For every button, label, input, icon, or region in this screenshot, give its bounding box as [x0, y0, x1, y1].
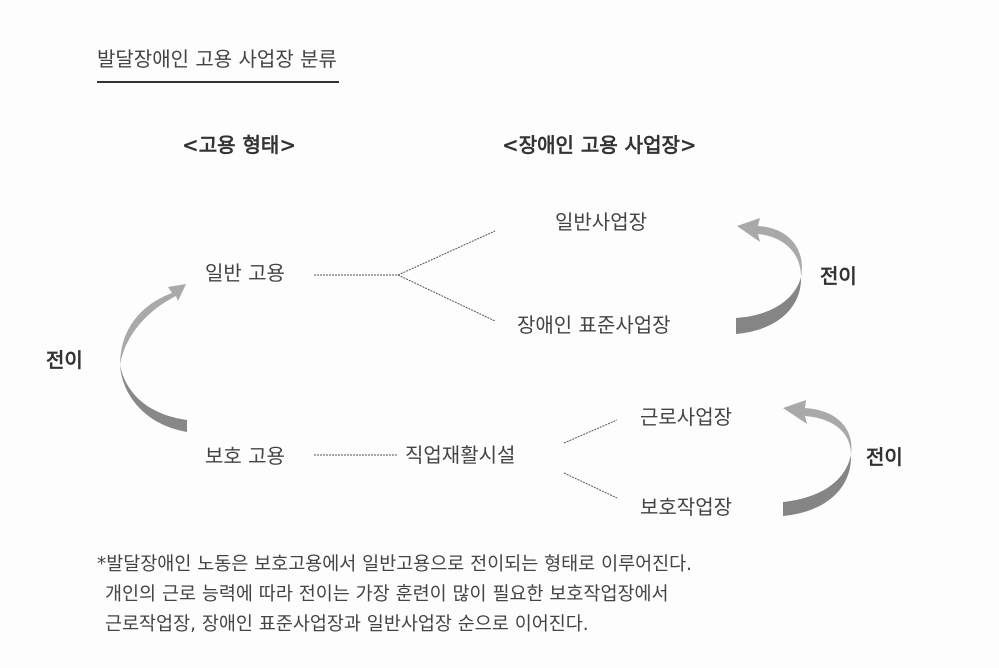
connector-line [563, 419, 618, 444]
label-sheltered-workshop: 보호작업장 [640, 495, 732, 519]
connector-line [397, 230, 496, 276]
label-rehab-facility: 직업재활시설 [405, 443, 516, 467]
label-general-workplace: 일반사업장 [555, 210, 647, 234]
note-line-3: 근로작업장, 장애인 표준사업장과 일반사업장 순으로 이어진다. [105, 614, 589, 635]
label-general-employment: 일반 고용 [205, 261, 285, 285]
label-protected-employment: 보호 고용 [205, 444, 285, 468]
header-workplace: <장애인 고용 사업장> [502, 133, 697, 157]
header-employment-type: <고용 형태> [182, 133, 297, 157]
transition-label-right-top: 전이 [820, 264, 857, 288]
note-line-1: *발달장애인 노동은 보호고용에서 일반고용으로 전이되는 형태로 이루어진다. [97, 554, 693, 575]
transition-arrow-left [120, 284, 187, 432]
note-line-2: 개인의 근로 능력에 따라 전이는 가장 훈련이 많이 필요한 보호작업장에서 [105, 584, 669, 605]
label-work-center: 근로사업장 [640, 405, 732, 429]
connector-line [397, 274, 496, 322]
transition-label-right-bottom: 전이 [866, 445, 903, 469]
page-title: 발달장애인 고용 사업장 분류 [97, 47, 339, 83]
transition-label-left: 전이 [46, 348, 83, 372]
transition-arrow-right-top [736, 218, 802, 334]
label-standard-workplace: 장애인 표준사업장 [517, 313, 671, 337]
transition-arrow-right-bottom [783, 400, 852, 516]
connector-line [563, 472, 618, 499]
